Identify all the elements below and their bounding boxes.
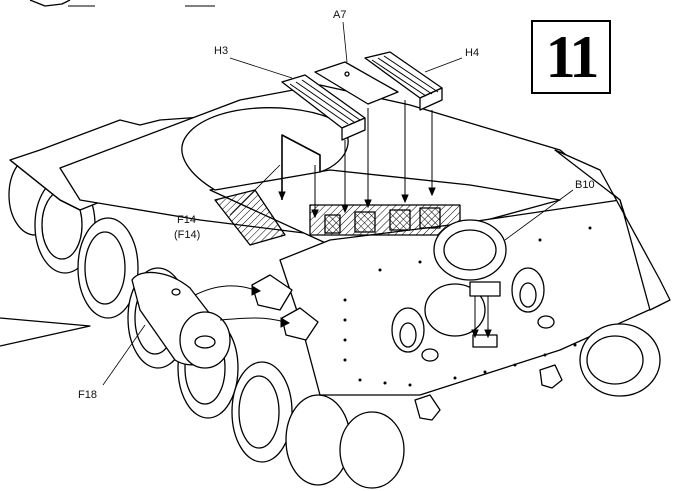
side-louvers: [215, 190, 285, 245]
label-h3: H3: [214, 45, 228, 57]
tow-hook-right: [540, 365, 562, 388]
label-a7: A7: [333, 9, 346, 21]
tow-hook-left: [415, 395, 440, 420]
exhaust-right: [512, 268, 554, 328]
detail-pointer: [0, 318, 90, 346]
rear-idler: [580, 324, 660, 396]
assembly-arrows: [195, 100, 491, 337]
part-h3: [282, 75, 365, 140]
right-fender: [555, 150, 670, 310]
drum-bracket-upper: [252, 275, 292, 310]
part-a7: [315, 62, 398, 104]
drum-bracket-lower: [282, 308, 318, 340]
label-f14-paren: (F14): [174, 229, 200, 241]
label-f18: F18: [78, 389, 97, 401]
part-h4: [365, 52, 442, 110]
step-number-box: 11: [531, 20, 611, 94]
exhaust-left: [392, 308, 438, 361]
label-b10: B10: [575, 179, 595, 191]
leader-lines: [103, 22, 573, 385]
step-number: 11: [545, 24, 600, 90]
rear-hatch-b10: [434, 220, 506, 280]
label-f14: F14: [177, 214, 196, 226]
label-h4: H4: [465, 47, 479, 59]
fuel-drum-f18: [132, 272, 230, 368]
corner-fragment: [30, 0, 70, 6]
